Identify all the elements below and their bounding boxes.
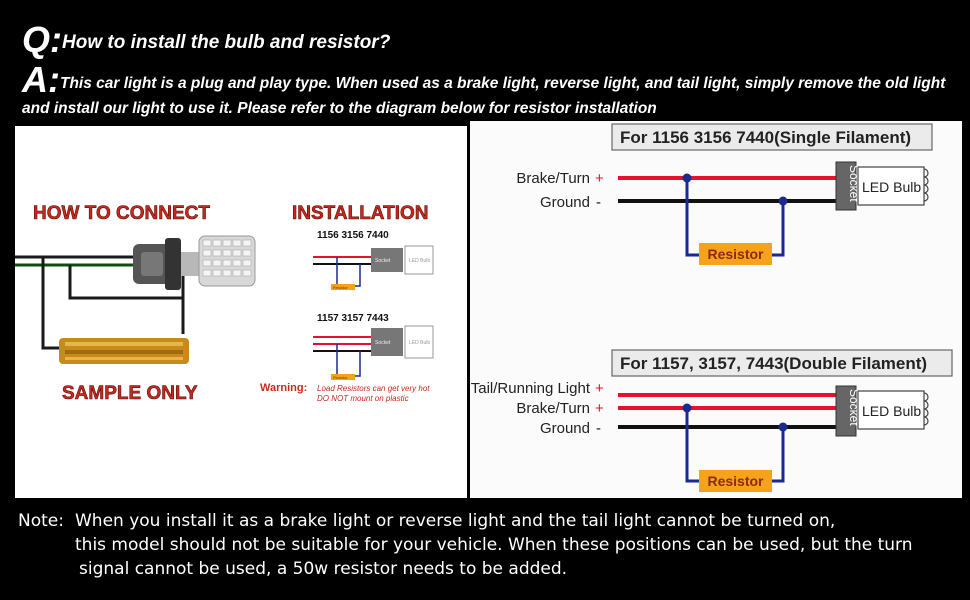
resistor-icon xyxy=(59,338,189,364)
single-ground-label: Ground xyxy=(540,194,590,211)
how-to-connect-label: HOW TO CONNECT xyxy=(33,203,210,224)
double-resistor xyxy=(699,470,772,492)
double-title: For 1157, 3157, 7443(Double Filament) xyxy=(620,354,927,373)
single-brake-plus: + xyxy=(595,170,604,187)
model-double-label: 1157 3157 7443 xyxy=(317,313,389,324)
model-single-label: 1156 3156 7440 xyxy=(317,230,389,241)
double-filament-diagram: For 1157, 3157, 7443(Double Filament) Ta… xyxy=(471,349,953,492)
warning-label: Warning: xyxy=(260,382,307,394)
mini-double-diagram: Socket LED Bulb Resistor xyxy=(313,325,434,380)
single-ground-minus: - xyxy=(596,194,601,211)
double-ground-label: Ground xyxy=(540,420,590,437)
double-filament-coil-icon xyxy=(923,392,929,426)
wiring-diagrams: For 1156 3156 7440(Single Filament) Brak… xyxy=(471,123,953,492)
mini-resistor-label: Resistor xyxy=(333,285,348,290)
double-led-bulb-label: LED Bulb xyxy=(862,403,921,419)
double-tail-label: Tail/Running Light xyxy=(471,380,591,397)
double-socket xyxy=(835,385,857,437)
connection-panel: HOW TO CONNECT SAMPLE ONLY INSTALLATION … xyxy=(15,126,467,498)
answer-text: This car light is a plug and play type. … xyxy=(22,75,946,117)
answer-line: A:This car light is a plug and play type… xyxy=(22,62,967,119)
single-filament-diagram: For 1156 3156 7440(Single Filament) Brak… xyxy=(516,123,933,265)
double-resistor-label: Resistor xyxy=(707,473,764,489)
single-resistor xyxy=(699,243,772,265)
a-letter: A: xyxy=(22,59,60,100)
mini-resistor-label-2: Resistor xyxy=(333,375,348,380)
double-title-box xyxy=(611,349,953,377)
question-line: Q:How to install the bulb and resistor? xyxy=(22,22,390,58)
note-line-3: signal cannot be used, a 50w resistor ne… xyxy=(79,559,568,579)
note-label: Note: xyxy=(18,511,64,531)
led-bulb-icon xyxy=(181,235,256,287)
mini-bulb-label-2: LED Bulb xyxy=(409,340,430,346)
single-socket xyxy=(835,161,857,211)
single-brake-turn-label: Brake/Turn xyxy=(516,170,590,187)
q-letter: Q: xyxy=(22,19,62,60)
mini-single-diagram: Socket LED Bulb Resistor xyxy=(313,245,434,290)
sample-only-label: SAMPLE ONLY xyxy=(62,383,198,404)
socket-icon xyxy=(133,238,181,290)
wiring-diagram-panel: For 1156 3156 7440(Single Filament) Brak… xyxy=(470,121,962,498)
double-ground-minus: - xyxy=(596,420,601,437)
warning-line-2: DO NOT mount on plastic xyxy=(317,394,409,403)
warning-line-1: Load Resistors can get very hot xyxy=(317,384,430,393)
installation-label: INSTALLATION xyxy=(292,203,429,224)
double-led-bulb xyxy=(857,390,925,430)
mini-bulb-label: LED Bulb xyxy=(409,258,430,264)
mini-socket-label-2: Socket xyxy=(375,340,391,346)
double-tail-plus: + xyxy=(595,380,604,397)
single-led-bulb-label: LED Bulb xyxy=(862,179,921,195)
single-title-box xyxy=(611,123,933,151)
note-line-1: When you install it as a brake light or … xyxy=(75,511,836,531)
note-line-2: this model should not be suitable for yo… xyxy=(75,535,913,555)
connection-illustration: HOW TO CONNECT SAMPLE ONLY INSTALLATION … xyxy=(15,203,434,404)
single-title: For 1156 3156 7440(Single Filament) xyxy=(620,128,911,147)
double-brake-plus: + xyxy=(595,400,604,417)
question-text: How to install the bulb and resistor? xyxy=(62,32,391,53)
single-led-bulb xyxy=(857,166,925,206)
double-brake-turn-label: Brake/Turn xyxy=(516,400,590,417)
single-resistor-label: Resistor xyxy=(707,246,764,262)
mini-socket-label: Socket xyxy=(375,258,391,264)
note-body: When you install it as a brake light or … xyxy=(75,509,913,581)
single-filament-coil-icon xyxy=(923,168,929,202)
